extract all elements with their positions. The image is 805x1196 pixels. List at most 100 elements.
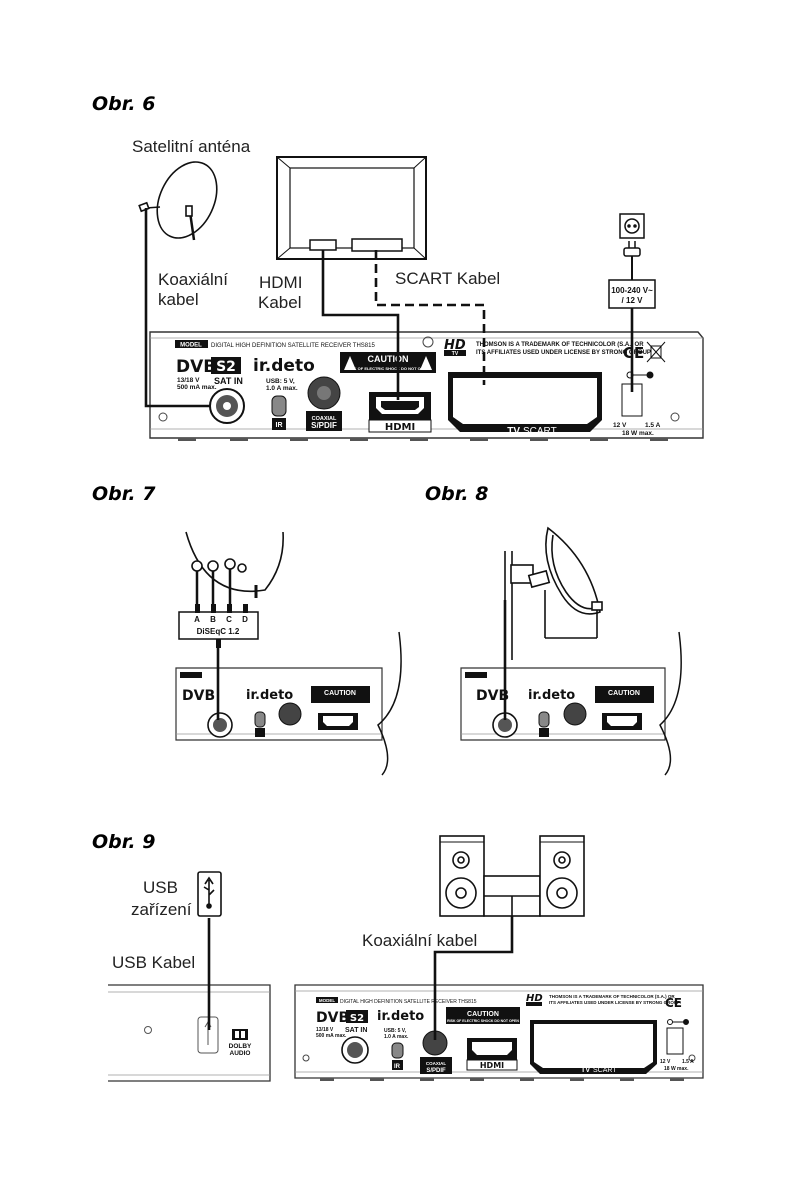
ce-mark: CE	[623, 344, 644, 362]
hdmi-cable-label-l1: HDMI	[259, 273, 302, 292]
coax-cable-label-l2: kabel	[158, 290, 199, 309]
svg-text:/ 12 V: / 12 V	[622, 296, 644, 305]
svg-text:IR: IR	[394, 1064, 401, 1070]
model-text: DIGITAL HIGH DEFINITION SATELLITE RECEIV…	[211, 343, 375, 349]
svg-text:RISK OF ELECTRIC SHOCK DO NOT: RISK OF ELECTRIC SHOCK DO NOT OPEN	[447, 1019, 519, 1023]
irdeto-logo: ir.deto	[253, 356, 315, 376]
hifi-unit-icon	[483, 875, 541, 917]
fig7-cutoff-line	[377, 631, 402, 776]
trademark-l1: THOMSON IS A TRADEMARK OF TECHNICOLOR (S…	[476, 342, 644, 348]
receiver-front-panel: DOLBY AUDIO	[108, 984, 271, 1082]
receiver-back-panel: MODEL DIGITAL HIGH DEFINITION SATELLITE …	[149, 331, 704, 441]
svg-text:18 W max.: 18 W max.	[622, 430, 654, 437]
svg-text:COAXIAL: COAXIAL	[426, 1061, 447, 1066]
fig6-cables	[144, 208, 634, 408]
receiver-back-panel-fig9: MODEL DIGITAL HIGH DEFINITION SATELLITE …	[294, 984, 704, 1081]
hifi-speaker-left-icon	[439, 835, 485, 917]
caution-text: CAUTION	[368, 354, 409, 364]
quad-lnb-dish-icon	[185, 531, 284, 604]
s2-logo: S2	[216, 359, 236, 375]
svg-text:S/PDIF: S/PDIF	[311, 421, 337, 430]
svg-text:CAUTION: CAUTION	[324, 690, 356, 697]
coax-cable-label-l1: Koaxiální	[158, 270, 228, 289]
scart-cable-label: SCART Kabel	[395, 269, 500, 288]
svg-text:S2: S2	[350, 1013, 364, 1024]
figure-7-label: Obr. 7	[92, 483, 156, 505]
svg-text:13/18 V: 13/18 V	[316, 1027, 334, 1033]
svg-text:DVB: DVB	[182, 688, 215, 704]
diseqc-switch: A B C D DiSEqC 1.2	[178, 604, 259, 648]
tv-icon	[276, 156, 427, 260]
svg-text:MODEL: MODEL	[319, 998, 336, 1003]
usb-flash-drive-icon	[197, 871, 222, 917]
svg-text:DVB: DVB	[476, 688, 509, 704]
svg-text:ir.deto: ir.deto	[377, 1009, 424, 1024]
svg-text:THOMSON IS A TRADEMARK OF TECH: THOMSON IS A TRADEMARK OF TECHNICOLOR (S…	[549, 994, 675, 999]
figure-9-label: Obr. 9	[92, 831, 155, 853]
hdmi-port: HDMI	[368, 392, 432, 433]
svg-text:SAT IN: SAT IN	[345, 1027, 367, 1034]
svg-text:B: B	[210, 615, 216, 624]
svg-text:18 W max.: 18 W max.	[664, 1066, 689, 1072]
svg-text:CAUTION: CAUTION	[467, 1011, 499, 1018]
sat-in-connector	[209, 388, 245, 424]
svg-text:100-240 V~: 100-240 V~	[611, 286, 653, 295]
svg-text:500 mA max.: 500 mA max.	[316, 1033, 347, 1039]
svg-text:DVB: DVB	[316, 1010, 349, 1026]
svg-text:D: D	[242, 615, 248, 624]
svg-text:1.0 A max.: 1.0 A max.	[266, 385, 298, 392]
usb-device-label-l1: USB	[143, 878, 178, 897]
svg-text:DIGITAL HIGH DEFINITION SATELL: DIGITAL HIGH DEFINITION SATELLITE RECEIV…	[340, 999, 477, 1005]
receiver-mini-fig8: DVB ir.deto CAUTION	[460, 667, 666, 741]
svg-text:USB: 5 V,: USB: 5 V,	[384, 1028, 407, 1034]
hdmi-cable-label-l2: Kabel	[258, 293, 301, 312]
dvb-logo: DVB	[176, 357, 216, 377]
svg-text:1.5 A: 1.5 A	[682, 1059, 694, 1065]
svg-text:AUDIO: AUDIO	[230, 1050, 251, 1057]
svg-text:HD: HD	[526, 993, 543, 1004]
svg-text:TV: TV	[507, 426, 520, 437]
svg-text:12 V: 12 V	[613, 422, 627, 429]
svg-text:RISK OF ELECTRIC SHOCK DO NOT: RISK OF ELECTRIC SHOCK DO NOT OPEN	[347, 366, 429, 371]
power-adapter: 100-240 V~ / 12 V	[608, 279, 656, 309]
svg-text:1.0 A max.: 1.0 A max.	[384, 1034, 409, 1040]
hifi-speaker-right-icon	[539, 835, 585, 917]
svg-text:S/PDIF: S/PDIF	[426, 1068, 446, 1074]
svg-text:SCART: SCART	[593, 1067, 617, 1074]
svg-text:ir.deto: ir.deto	[246, 688, 293, 703]
svg-text:CE: CE	[665, 996, 682, 1010]
ir-label: IR	[276, 422, 283, 429]
figure-8-label: Obr. 8	[425, 483, 488, 505]
svg-text:COAXIAL: COAXIAL	[312, 416, 337, 422]
sat-in-label: SAT IN	[214, 376, 243, 386]
scart-port: TV SCART	[448, 372, 602, 437]
coax-cable-fig9-label: Koaxiální kabel	[362, 931, 477, 950]
trademark-l2: ITS AFFILIATES USED UNDER LICENSE BY STR…	[476, 350, 652, 356]
svg-text:1.5 A: 1.5 A	[645, 422, 661, 429]
usb-cable-label: USB Kabel	[112, 953, 195, 972]
coax-audio-cable	[433, 916, 514, 1040]
satellite-dish-icon	[138, 161, 218, 241]
svg-text:500 mA max.: 500 mA max.	[177, 384, 217, 391]
model-tag: MODEL	[180, 343, 202, 349]
power-plug-icon	[623, 241, 641, 280]
svg-text:12 V: 12 V	[660, 1059, 671, 1065]
svg-text:ITS AFFILIATES USED UNDER LICE: ITS AFFILIATES USED UNDER LICENSE BY STR…	[549, 1000, 681, 1005]
svg-text:TV: TV	[581, 1067, 590, 1074]
diseqc-label: DiSEqC 1.2	[197, 627, 240, 636]
svg-text:USB: 5 V,: USB: 5 V,	[266, 378, 295, 385]
power-socket-icon	[619, 213, 645, 239]
svg-text:ir.deto: ir.deto	[528, 688, 575, 703]
svg-text:13/18 V: 13/18 V	[177, 377, 200, 384]
coaxial-connector	[307, 376, 341, 410]
svg-text:DOLBY: DOLBY	[229, 1043, 252, 1050]
figure-6-label: Obr. 6	[92, 93, 155, 115]
svg-text:SCART: SCART	[523, 426, 557, 437]
satellite-antenna-label: Satelitní anténa	[132, 137, 251, 156]
receiver-mini-fig7: DVB ir.deto CAUTION	[175, 667, 383, 741]
weee-bin-icon	[646, 341, 666, 363]
svg-text:TV: TV	[452, 351, 459, 357]
svg-text:HDMI: HDMI	[385, 422, 415, 433]
svg-text:CAUTION: CAUTION	[608, 690, 640, 697]
